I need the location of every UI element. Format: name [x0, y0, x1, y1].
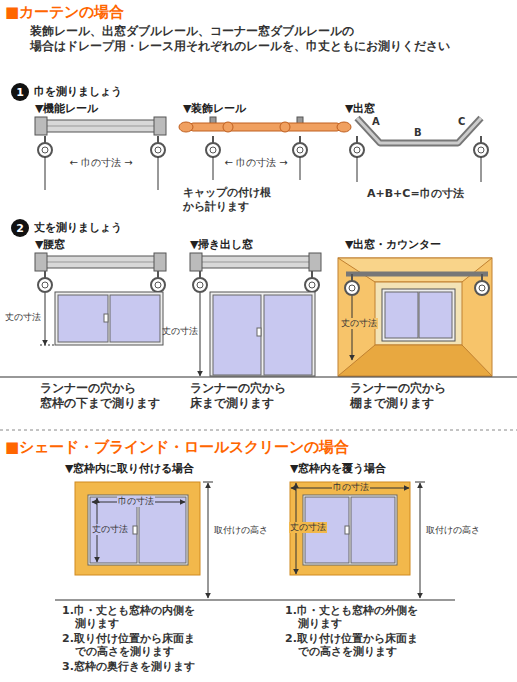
instruction-item: 2.取り付け位置から床面ま での高さを測ります — [285, 632, 498, 658]
width-dimension: ← 巾の寸法 → — [69, 157, 132, 170]
mount-type: ▼窓枠内に取り付ける場合 — [65, 462, 194, 476]
instruction: ランナーの穴から 棚まで測ります — [350, 381, 500, 410]
step-number: 1 — [16, 86, 24, 99]
segment-letter: A — [372, 116, 380, 129]
step-heading: 丈を測りましょう — [34, 221, 122, 235]
height-dimension: 取付けの高さ — [214, 525, 268, 536]
window-type: ▼出窓・カウンター — [345, 238, 441, 252]
instruction-item: 2.取り付け位置から床面ま での高さを測ります — [62, 632, 275, 658]
rail-type: ▼装飾レール — [183, 102, 246, 116]
length-dimension: 丈の寸法 — [5, 312, 41, 323]
section-heading: ■カーテンの場合 — [5, 3, 124, 22]
instruction-item: 3.窓枠の奥行きを測ります — [62, 660, 275, 673]
rail-type: ▼出窓 — [345, 102, 375, 116]
step-number: 2 — [16, 222, 24, 235]
formula: A+B+C=巾の寸法 — [367, 187, 464, 201]
step-badge: 1 — [11, 83, 29, 101]
length-dimension: 丈の寸法 — [289, 522, 327, 533]
instruction: ランナーの穴から 床まで測ります — [190, 381, 330, 410]
mount-type: ▼窓枠内を覆う場合 — [290, 462, 386, 476]
step-badge: 2 — [11, 219, 29, 237]
step-heading: 巾を測りましょう — [34, 85, 122, 99]
note: キャップの付け根 から計ります — [183, 186, 343, 214]
rail-type: ▼機能レール — [35, 102, 98, 116]
height-dimension: 取付けの高さ — [426, 525, 480, 536]
instruction-item: 1.巾・丈とも窓枠の内側を 測ります — [62, 604, 275, 630]
width-dimension: 巾の寸法 — [117, 496, 155, 507]
length-dimension: 丈の寸法 — [340, 318, 378, 329]
length-dimension: 丈の寸法 — [162, 326, 198, 337]
intro-note: 装飾レール、出窓ダブルレール、コーナー窓ダブルレールの 場合はドレープ用・レース… — [30, 24, 505, 53]
segment-letter: C — [458, 116, 465, 129]
width-dimension: 巾の寸法 — [332, 482, 370, 493]
width-dimension: ← 巾の寸法 → — [224, 157, 287, 170]
section-heading: ■シェード・ブラインド・ロールスクリーンの場合 — [5, 438, 349, 457]
instruction: ランナーの穴から 窓枠の下まで測ります — [40, 381, 190, 410]
length-dimension: 丈の寸法 — [91, 524, 129, 535]
window-type: ▼掃き出し窓 — [190, 238, 253, 252]
window-type: ▼腰窓 — [35, 238, 65, 252]
segment-letter: B — [414, 127, 422, 140]
instruction-item: 1.巾・丈とも窓枠の外側を 測ります — [285, 604, 498, 630]
